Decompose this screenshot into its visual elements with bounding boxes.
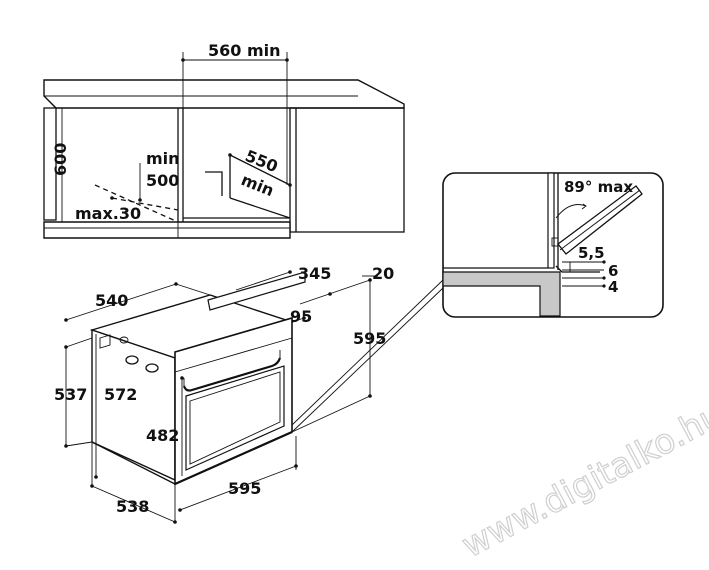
detail-gap-55-label: 5,5 [578,244,605,262]
cabinet-right-unit [289,107,405,233]
vent-min-label: min [146,149,180,168]
detail-leader-upper [291,279,444,426]
oven-knob-right [145,363,159,373]
height-600-label: 600 [51,143,70,176]
detail-leader-lower [291,287,444,433]
dim-540-label: 540 [95,291,128,310]
cabinet-section: 560 min 600 550 min min 500 max.30 [43,41,405,239]
oven-drawing: 540 345 20 95 595 537 572 482 538 595 [54,264,394,524]
dim-595-width-label: 595 [228,479,261,498]
detail-gap-6-label: 6 [608,262,618,280]
oven-knob-left [125,355,139,365]
dim-537-label: 537 [54,385,87,404]
detail-inset: 89° max 5,5 6 4 [442,172,664,318]
cabinet-floor [43,221,291,239]
watermark: www.digitalko.hu [455,394,709,566]
cabinet-left-panel [43,107,57,221]
oven-door-window [185,365,285,471]
oven-back-panel [207,271,306,311]
dim-20-label: 20 [372,264,394,283]
dim-482-label: 482 [146,426,179,445]
dim-345-label: 345 [298,264,331,283]
vent-max30-label: max.30 [75,204,141,223]
dim-538-label: 538 [116,497,149,516]
detail-angle-label: 89° max [564,178,633,196]
cabinet-top-shelf [43,79,405,109]
dim-95-label: 95 [290,307,312,326]
width-560-label: 560 min [208,41,281,60]
watermark-text: www.digitalko.hu [455,395,709,566]
oven-door-handle [182,357,282,392]
detail-gap-4-label: 4 [608,278,618,296]
dim-572-label: 572 [104,385,137,404]
detail-cabinet-grey [442,271,561,317]
dim-595-height-label: 595 [353,329,386,348]
vent-500-label: 500 [146,171,179,190]
